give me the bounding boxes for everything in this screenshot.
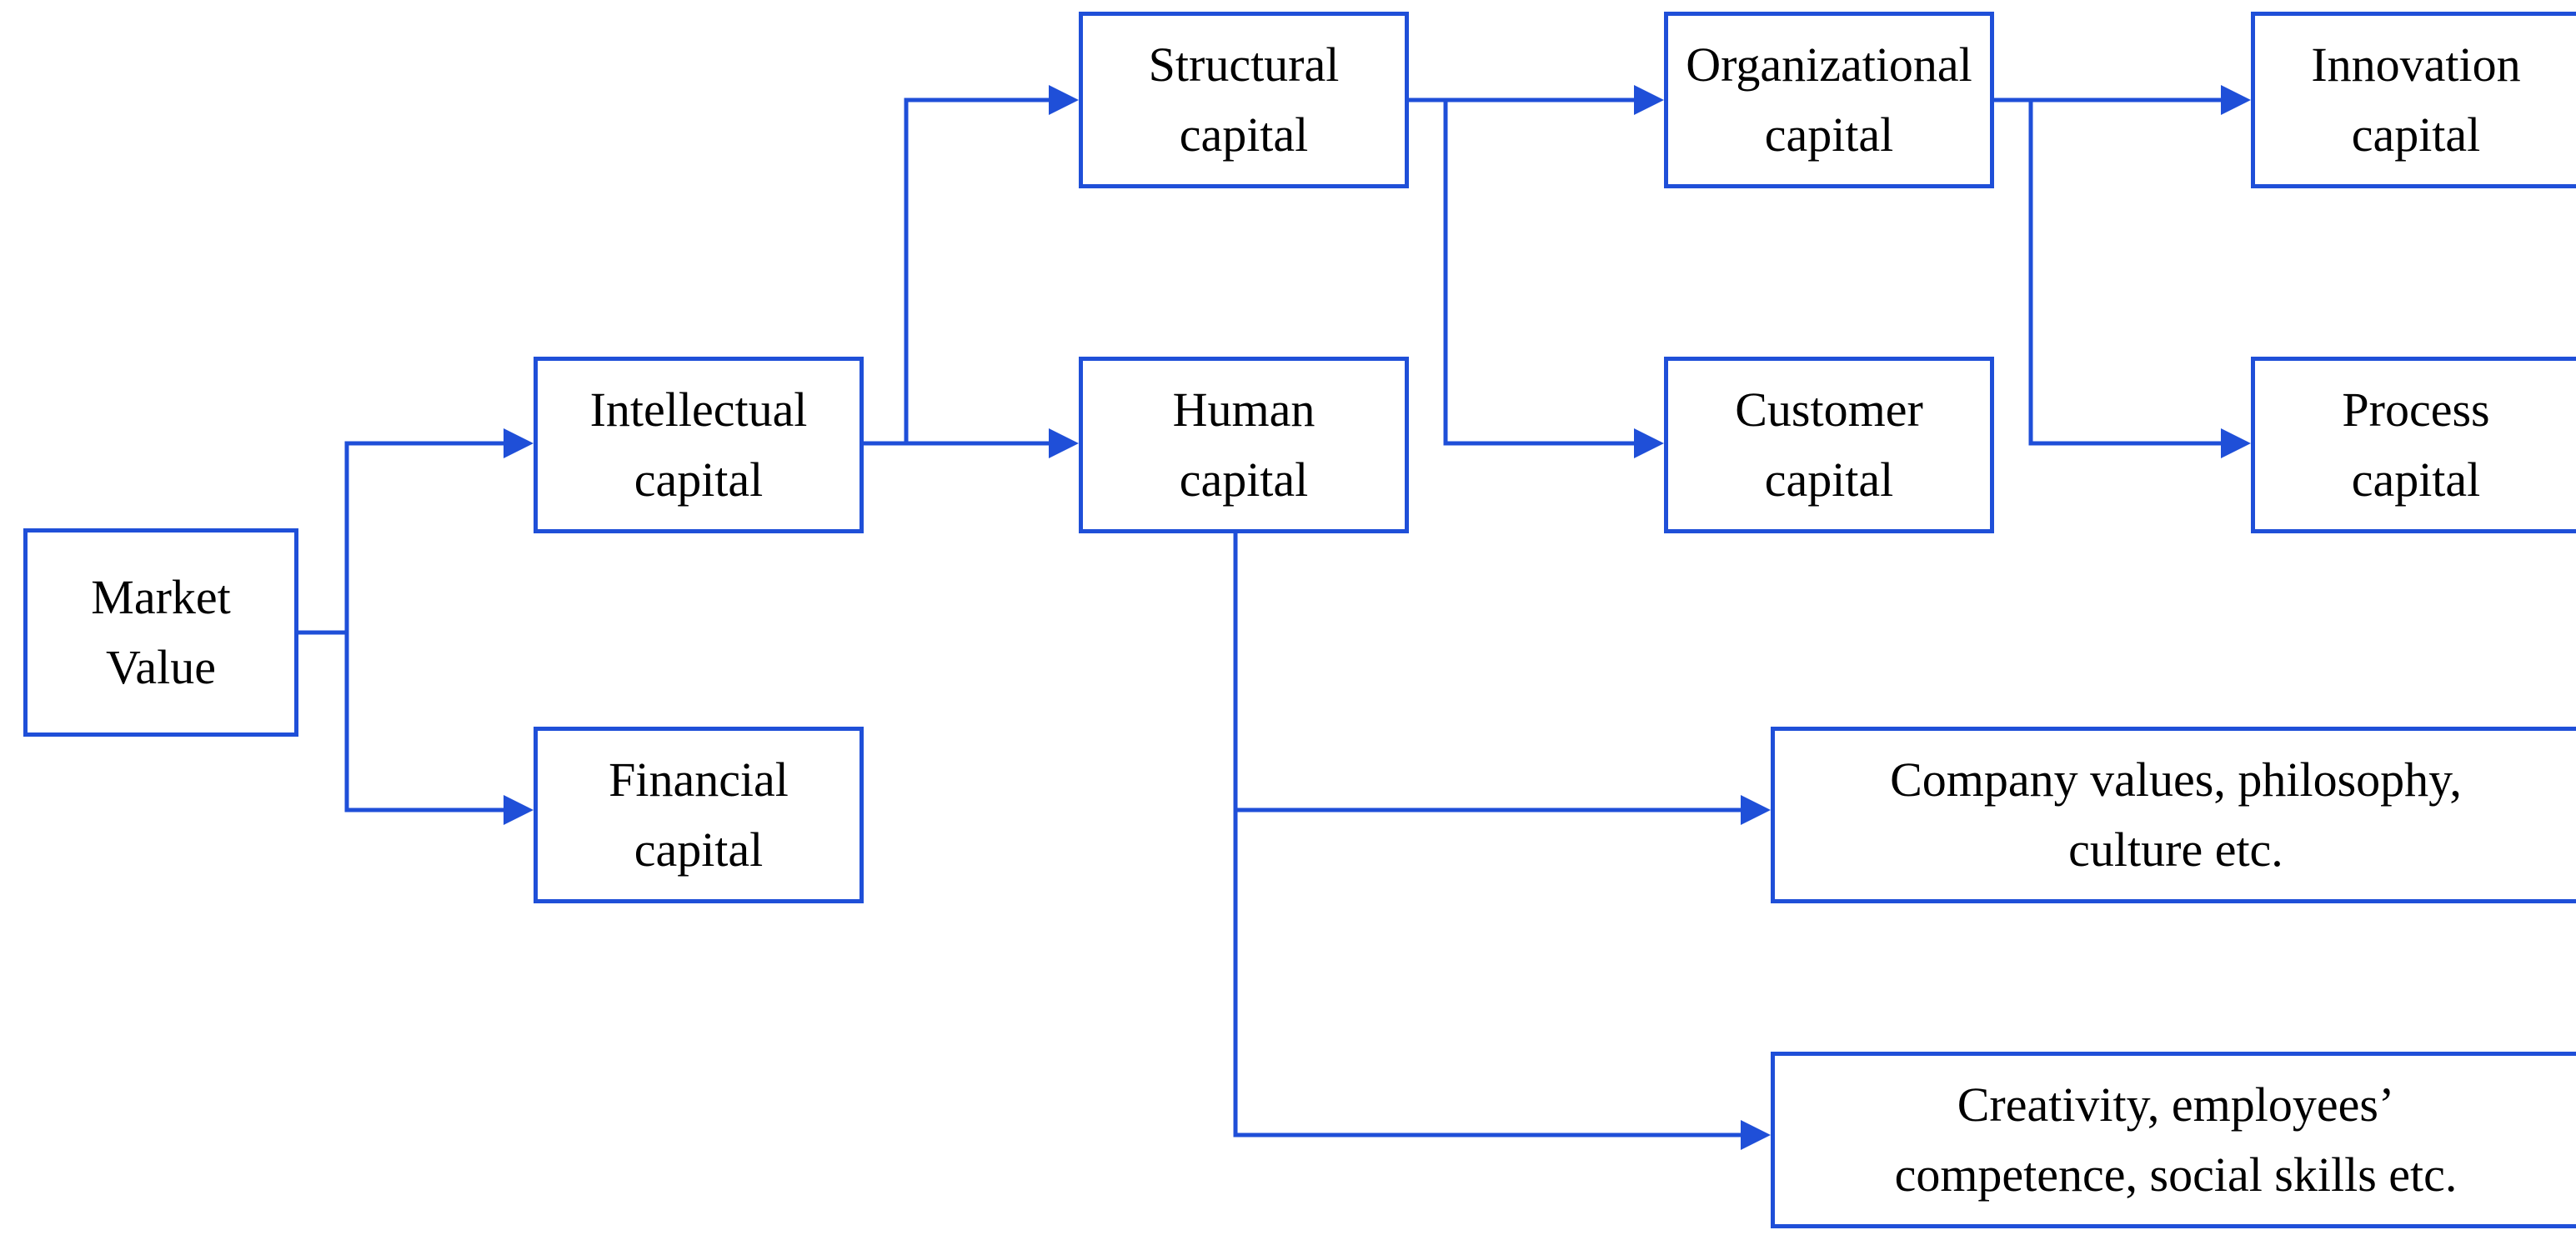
node-innovation-capital: Innovation capital [2251, 12, 2576, 188]
edge-organizational-capital-to-process-capital [2028, 100, 2246, 446]
arrowheads [504, 85, 2251, 1150]
node-creativity: Creativity, employees’ competence, socia… [1771, 1052, 2576, 1228]
node-organizational-capital: Organizational capital [1664, 12, 1994, 188]
node-label-process-capital: Process capital [2342, 382, 2490, 507]
node-market-value: Market Value [23, 528, 298, 737]
node-process-capital: Process capital [2251, 357, 2576, 533]
edge-market-value-to-financial-capital [344, 632, 529, 812]
arrowhead-to-customer-capital [1634, 428, 1664, 458]
edge-market-value-to-intellectual-capital [298, 441, 529, 635]
arrowhead-to-organizational-capital [1634, 85, 1664, 115]
node-structural-capital: Structural capital [1079, 12, 1409, 188]
node-label-organizational-capital: Organizational capital [1686, 38, 1972, 162]
node-label-intellectual-capital: Intellectual capital [589, 382, 808, 507]
arrowhead-to-structural-capital [1049, 85, 1079, 115]
arrowhead-to-creativity [1741, 1120, 1771, 1150]
node-label-structural-capital: Structural capital [1148, 38, 1340, 162]
node-label-financial-capital: Financial capital [609, 752, 789, 877]
node-label-market-value: Market Value [91, 570, 231, 694]
arrowhead-to-intellectual-capital [504, 428, 534, 458]
node-label-company-values: Company values, philosophy, culture etc. [1890, 752, 2462, 877]
node-financial-capital: Financial capital [534, 727, 864, 903]
node-company-values: Company values, philosophy, culture etc. [1771, 727, 2576, 903]
arrowhead-to-human-capital [1049, 428, 1079, 458]
arrowhead-to-company-values [1741, 795, 1771, 825]
node-label-customer-capital: Customer capital [1735, 382, 1923, 507]
arrowhead-to-innovation-capital [2221, 85, 2251, 115]
node-label-innovation-capital: Innovation capital [2311, 38, 2521, 162]
node-label-human-capital: Human capital [1172, 382, 1316, 507]
arrowhead-to-financial-capital [504, 795, 534, 825]
node-customer-capital: Customer capital [1664, 357, 1994, 533]
edge-human-capital-to-company-values [1233, 533, 1766, 812]
edge-structural-capital-to-customer-capital [1443, 100, 1659, 446]
edge-intellectual-capital-to-structural-capital [864, 98, 1074, 446]
edge-human-capital-to-creativity [1233, 810, 1766, 1138]
node-label-creativity: Creativity, employees’ competence, socia… [1894, 1078, 2458, 1202]
node-intellectual-capital: Intellectual capital [534, 357, 864, 533]
arrowhead-to-process-capital [2221, 428, 2251, 458]
node-human-capital: Human capital [1079, 357, 1409, 533]
